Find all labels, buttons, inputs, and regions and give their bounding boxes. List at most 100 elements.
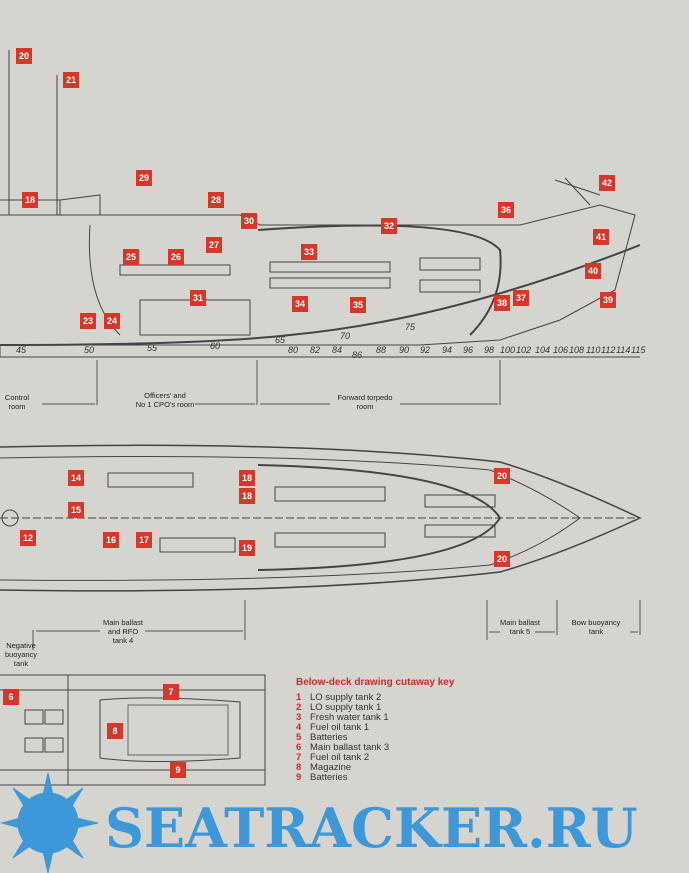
key-label: LO supply tank 2 bbox=[310, 692, 382, 703]
key-number: 7 bbox=[296, 752, 302, 763]
callout-badge: 17 bbox=[136, 532, 152, 548]
key-label: Batteries bbox=[310, 732, 348, 743]
callout-badge: 33 bbox=[301, 244, 317, 260]
key-item: 8 Magazine bbox=[296, 763, 454, 773]
frame-number: 60 bbox=[210, 341, 221, 351]
label-negative-buoyancy-tank: Negative buoyancy tank bbox=[4, 641, 38, 668]
callout-badge: 25 bbox=[123, 249, 139, 265]
callout-badge: 21 bbox=[63, 72, 79, 88]
key-number: 2 bbox=[296, 702, 302, 713]
frame-number: 100 bbox=[500, 345, 516, 355]
key-number: 8 bbox=[296, 762, 302, 773]
callout-badge: 20 bbox=[494, 468, 510, 484]
key-number: 9 bbox=[296, 772, 302, 783]
key-item: 1 LO supply tank 2 bbox=[296, 693, 454, 703]
label-forward-torpedo-room: Forward torpedo room bbox=[337, 393, 393, 411]
key-number: 3 bbox=[296, 712, 302, 723]
callout-badge: 36 bbox=[498, 202, 514, 218]
callout-badge: 20 bbox=[494, 551, 510, 567]
callout-badge: 28 bbox=[208, 192, 224, 208]
key-title: Below-deck drawing cutaway key bbox=[296, 677, 455, 688]
frame-number: 94 bbox=[442, 345, 453, 355]
frame-number: 115 bbox=[631, 345, 646, 355]
key-label: Fresh water tank 1 bbox=[310, 712, 389, 723]
label-main-ballast-tank-5: Main ballast tank 5 bbox=[499, 618, 541, 636]
callout-badge: 31 bbox=[190, 290, 206, 306]
frame-number: 110 bbox=[586, 345, 601, 355]
frame-number: 106 bbox=[553, 345, 569, 355]
frame-number: 114 bbox=[616, 345, 631, 355]
frame-number: 80 bbox=[288, 345, 299, 355]
label-officers-room: Officers' and No 1 CPO's room bbox=[135, 391, 195, 409]
label-main-ballast-tank-4: Main ballast and RFO tank 4 bbox=[102, 618, 144, 645]
plan-view bbox=[0, 444, 642, 592]
lower-deck-view bbox=[0, 674, 266, 786]
callout-badge: 20 bbox=[16, 48, 32, 64]
frame-number: 65 bbox=[275, 335, 286, 345]
callout-badge: 15 bbox=[68, 502, 84, 518]
key-item: 2 LO supply tank 1 bbox=[296, 703, 454, 713]
key-label: Main ballast tank 3 bbox=[310, 742, 390, 753]
key-number: 1 bbox=[296, 692, 302, 703]
frame-number: 96 bbox=[463, 345, 474, 355]
frame-number: 82 bbox=[310, 345, 321, 355]
frame-number: 45 bbox=[16, 345, 27, 355]
key-item: 6 Main ballast tank 3 bbox=[296, 743, 454, 753]
frame-number: 108 bbox=[569, 345, 585, 355]
dimension-lines bbox=[32, 360, 641, 650]
callout-badge: 42 bbox=[599, 175, 615, 191]
callout-badge: 34 bbox=[292, 296, 308, 312]
callout-badge: 32 bbox=[381, 218, 397, 234]
callout-badge: 24 bbox=[104, 313, 120, 329]
frame-number: 92 bbox=[420, 345, 431, 355]
frame-number: 112 bbox=[601, 345, 616, 355]
callout-badge: 9 bbox=[170, 762, 186, 778]
key-number: 6 bbox=[296, 742, 302, 753]
callout-badge: 8 bbox=[107, 723, 123, 739]
callout-badge: 6 bbox=[3, 689, 19, 705]
callout-badge: 18 bbox=[239, 470, 255, 486]
key-number: 5 bbox=[296, 732, 302, 743]
key-label: Fuel oil tank 1 bbox=[310, 722, 370, 733]
callout-badge: 23 bbox=[80, 313, 96, 329]
callout-badge: 18 bbox=[239, 488, 255, 504]
key-label: LO supply tank 1 bbox=[310, 702, 382, 713]
key-label: Fuel oil tank 2 bbox=[310, 752, 370, 763]
key-item: 3 Fresh water tank 1 bbox=[296, 713, 454, 723]
key-number: 4 bbox=[296, 722, 302, 733]
frame-number: 90 bbox=[399, 345, 410, 355]
key-item: 5 Batteries bbox=[296, 733, 454, 743]
callout-badge: 14 bbox=[68, 470, 84, 486]
profile-view bbox=[0, 50, 641, 358]
frame-number: 84 bbox=[332, 345, 343, 355]
label-control-room: Control room bbox=[4, 393, 30, 411]
callout-badge: 18 bbox=[22, 192, 38, 208]
key-item: 9 Batteries bbox=[296, 773, 454, 783]
frame-number: 88 bbox=[376, 345, 387, 355]
sun-logo-icon bbox=[0, 772, 99, 873]
callout-badge: 27 bbox=[206, 237, 222, 253]
frame-number: 50 bbox=[84, 345, 95, 355]
callout-badge: 7 bbox=[163, 684, 179, 700]
callout-badge: 19 bbox=[239, 540, 255, 556]
callout-badge: 30 bbox=[241, 213, 257, 229]
frame-number: 70 bbox=[340, 331, 351, 341]
callout-badge: 12 bbox=[20, 530, 36, 546]
key-label: Magazine bbox=[310, 762, 352, 773]
callout-badge: 38 bbox=[494, 295, 510, 311]
callout-badge: 29 bbox=[136, 170, 152, 186]
callout-badge: 39 bbox=[600, 292, 616, 308]
key-item: 7 Fuel oil tank 2 bbox=[296, 753, 454, 763]
callout-badge: 26 bbox=[168, 249, 184, 265]
cutaway-key: Below-deck drawing cutaway key 1 LO suppl… bbox=[296, 677, 454, 783]
frame-number: 75 bbox=[405, 322, 416, 332]
watermark: SEATRACKER.RU bbox=[105, 796, 638, 860]
callout-badge: 40 bbox=[585, 263, 601, 279]
frame-number: 55 bbox=[147, 343, 158, 353]
label-bow-buoyancy-tank: Bow buoyancy tank bbox=[571, 618, 621, 636]
key-label: Batteries bbox=[310, 772, 348, 783]
frame-number: 98 bbox=[484, 345, 495, 355]
callout-badge: 16 bbox=[103, 532, 119, 548]
callout-badge: 37 bbox=[513, 290, 529, 306]
